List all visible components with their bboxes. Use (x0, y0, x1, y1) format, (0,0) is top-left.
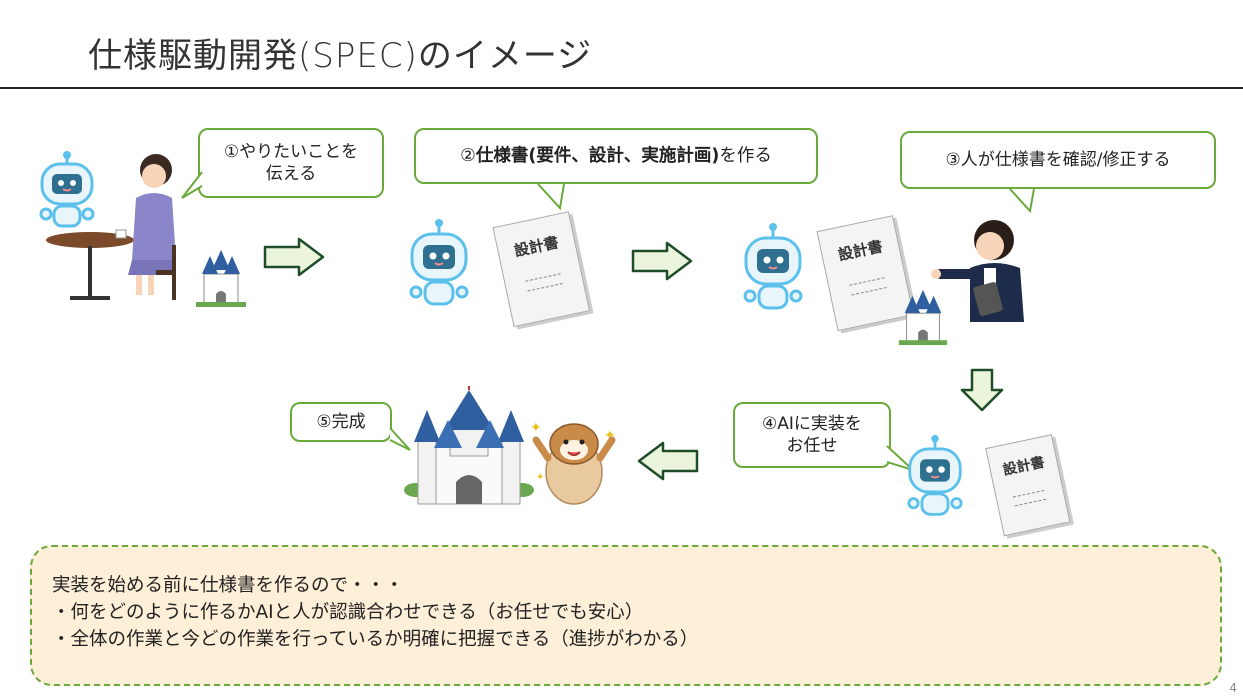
castle-small-icon (196, 250, 246, 307)
title-divider (0, 87, 1243, 89)
document-label: 設計書 (836, 237, 885, 265)
step3-text: ③人が仕様書を確認/修正する (945, 149, 1171, 170)
flow-arrow-left (637, 441, 699, 481)
bubble-tail (1009, 188, 1035, 214)
bubble-tail (181, 171, 203, 199)
svg-text:✦: ✦ (536, 472, 544, 483)
spec-document-icon: 設計書 (492, 211, 591, 328)
svg-text:✦: ✦ (530, 420, 542, 436)
step4-line1: ④AIに実装を (762, 413, 862, 434)
step5-bubble: ⑤完成 (290, 402, 411, 451)
robot-icon (409, 219, 469, 306)
woman-at-cafe-illustration (46, 154, 176, 300)
document-label: 設計書 (1001, 454, 1047, 479)
person-reviewing-illustration (931, 220, 1024, 322)
page-number: 4 (1229, 681, 1237, 695)
spec-document-icon: 設計書 (985, 434, 1073, 539)
slide-title: 仕様駆動開発(SPEC)のイメージ (88, 36, 593, 76)
summary-note-box: 実装を始める前に仕様書を作るので・・・ ・何をどのように作るかAIと人が認識合わ… (30, 545, 1222, 686)
note-point: ・全体の作業と今どの作業を行っているか明確に把握できる（進捗がわかる） (52, 628, 699, 650)
bubble-tail (389, 427, 411, 451)
step5-text: ⑤完成 (316, 411, 366, 432)
celebrating-hamster-illustration: ✦ ✦ ✦ (530, 420, 616, 505)
step1-text: ①やりたいことを伝える (223, 141, 359, 184)
step3-bubble: ③人が仕様書を確認/修正する (900, 131, 1216, 214)
document-label: 設計書 (512, 233, 561, 261)
step2-bold-text: 仕様書(要件、設計、実施計画) (475, 145, 720, 166)
note-point: ・何をどのように作るかAIと人が認識合わせできる（お任せでも安心） (52, 601, 644, 623)
castle-completed-illustration (404, 386, 534, 505)
castle-small-icon (898, 290, 948, 346)
bubble-tail (537, 183, 565, 211)
step2-prefix: ② (460, 145, 476, 166)
step4-bubble: ④AIに実装を お任せ (733, 402, 914, 471)
step4-line2: お任せ (786, 436, 838, 456)
flow-arrow-down (960, 368, 1004, 412)
note-lead-text: 実装を始める前に仕様書を作るので・・・ (52, 575, 404, 596)
robot-icon (743, 223, 803, 310)
flow-arrow-right (263, 237, 325, 277)
step2-suffix: を作る (719, 145, 772, 166)
flow-arrow-right (631, 241, 693, 281)
robot-icon (907, 434, 963, 516)
step1-bubble: ①やりたいことを伝える (181, 128, 384, 199)
robot-icon (39, 151, 95, 228)
